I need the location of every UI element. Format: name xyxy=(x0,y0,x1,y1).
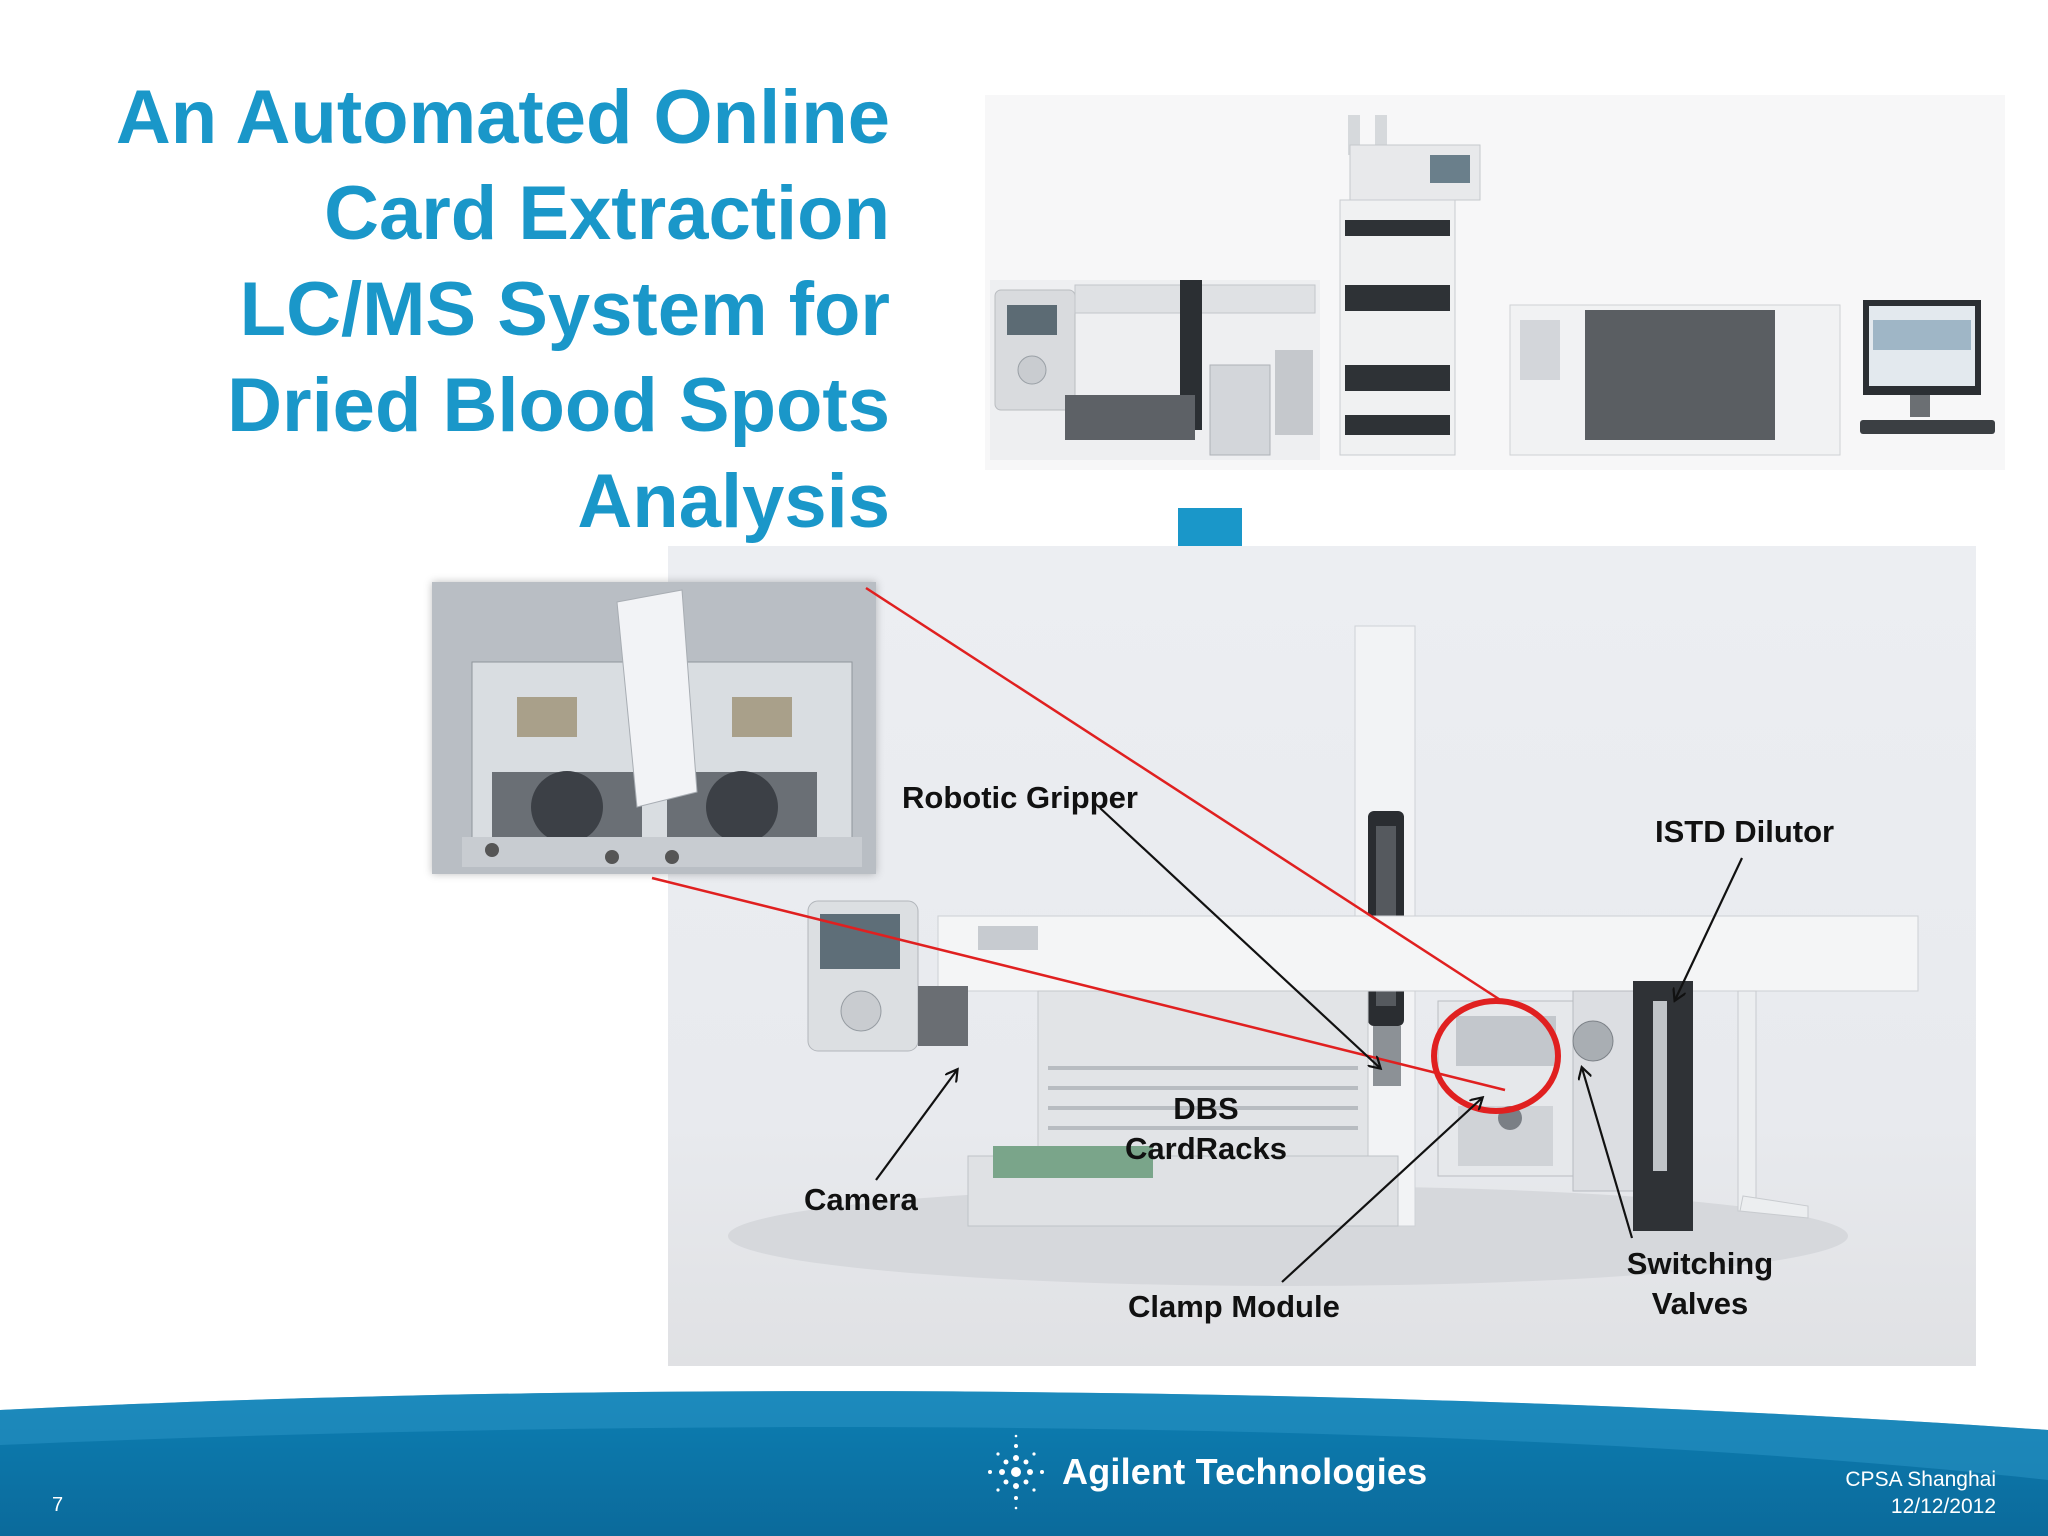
conference-date: 12/12/2012 xyxy=(1890,1495,1996,1518)
title-line-1: An Automated Online xyxy=(115,75,890,160)
title-line-5: Analysis xyxy=(577,459,890,544)
label-camera: Camera xyxy=(804,1182,918,1217)
label-robotic-gripper: Robotic Gripper xyxy=(902,780,1138,815)
instrument-lineup-image xyxy=(985,95,2005,470)
title-line-2: Card Extraction xyxy=(324,171,890,256)
label-switching-valves-line1: Switching xyxy=(1626,1246,1774,1281)
label-switching-valves: Switching Valves xyxy=(1605,1244,1795,1324)
label-clamp-module: Clamp Module xyxy=(1128,1289,1340,1324)
label-istd-dilutor: ISTD Dilutor xyxy=(1655,814,1835,849)
label-switching-valves-line2: Valves xyxy=(1651,1286,1749,1321)
brand-name: Agilent Technologies xyxy=(1062,1451,1428,1492)
title-line-3: LC/MS System for xyxy=(239,267,890,352)
conference-name: CPSA Shanghai xyxy=(1845,1468,1996,1491)
slide-title: An Automated Online Card Extraction LC/M… xyxy=(60,70,890,550)
title-line-4: Dried Blood Spots xyxy=(227,363,890,448)
label-dbs-cardracks-line1: DBS xyxy=(1173,1091,1239,1126)
agilent-spark-icon xyxy=(988,1434,1044,1510)
label-dbs-cardracks: DBS CardRacks xyxy=(1116,1089,1296,1169)
clamp-closeup-inset-photo xyxy=(432,582,876,874)
page-number: 7 xyxy=(52,1494,64,1516)
conference-info: CPSA Shanghai 12/12/2012 xyxy=(1845,1466,1996,1520)
agilent-logo: Agilent Technologies xyxy=(984,1432,1427,1512)
label-dbs-cardracks-line2: CardRacks xyxy=(1125,1131,1287,1166)
